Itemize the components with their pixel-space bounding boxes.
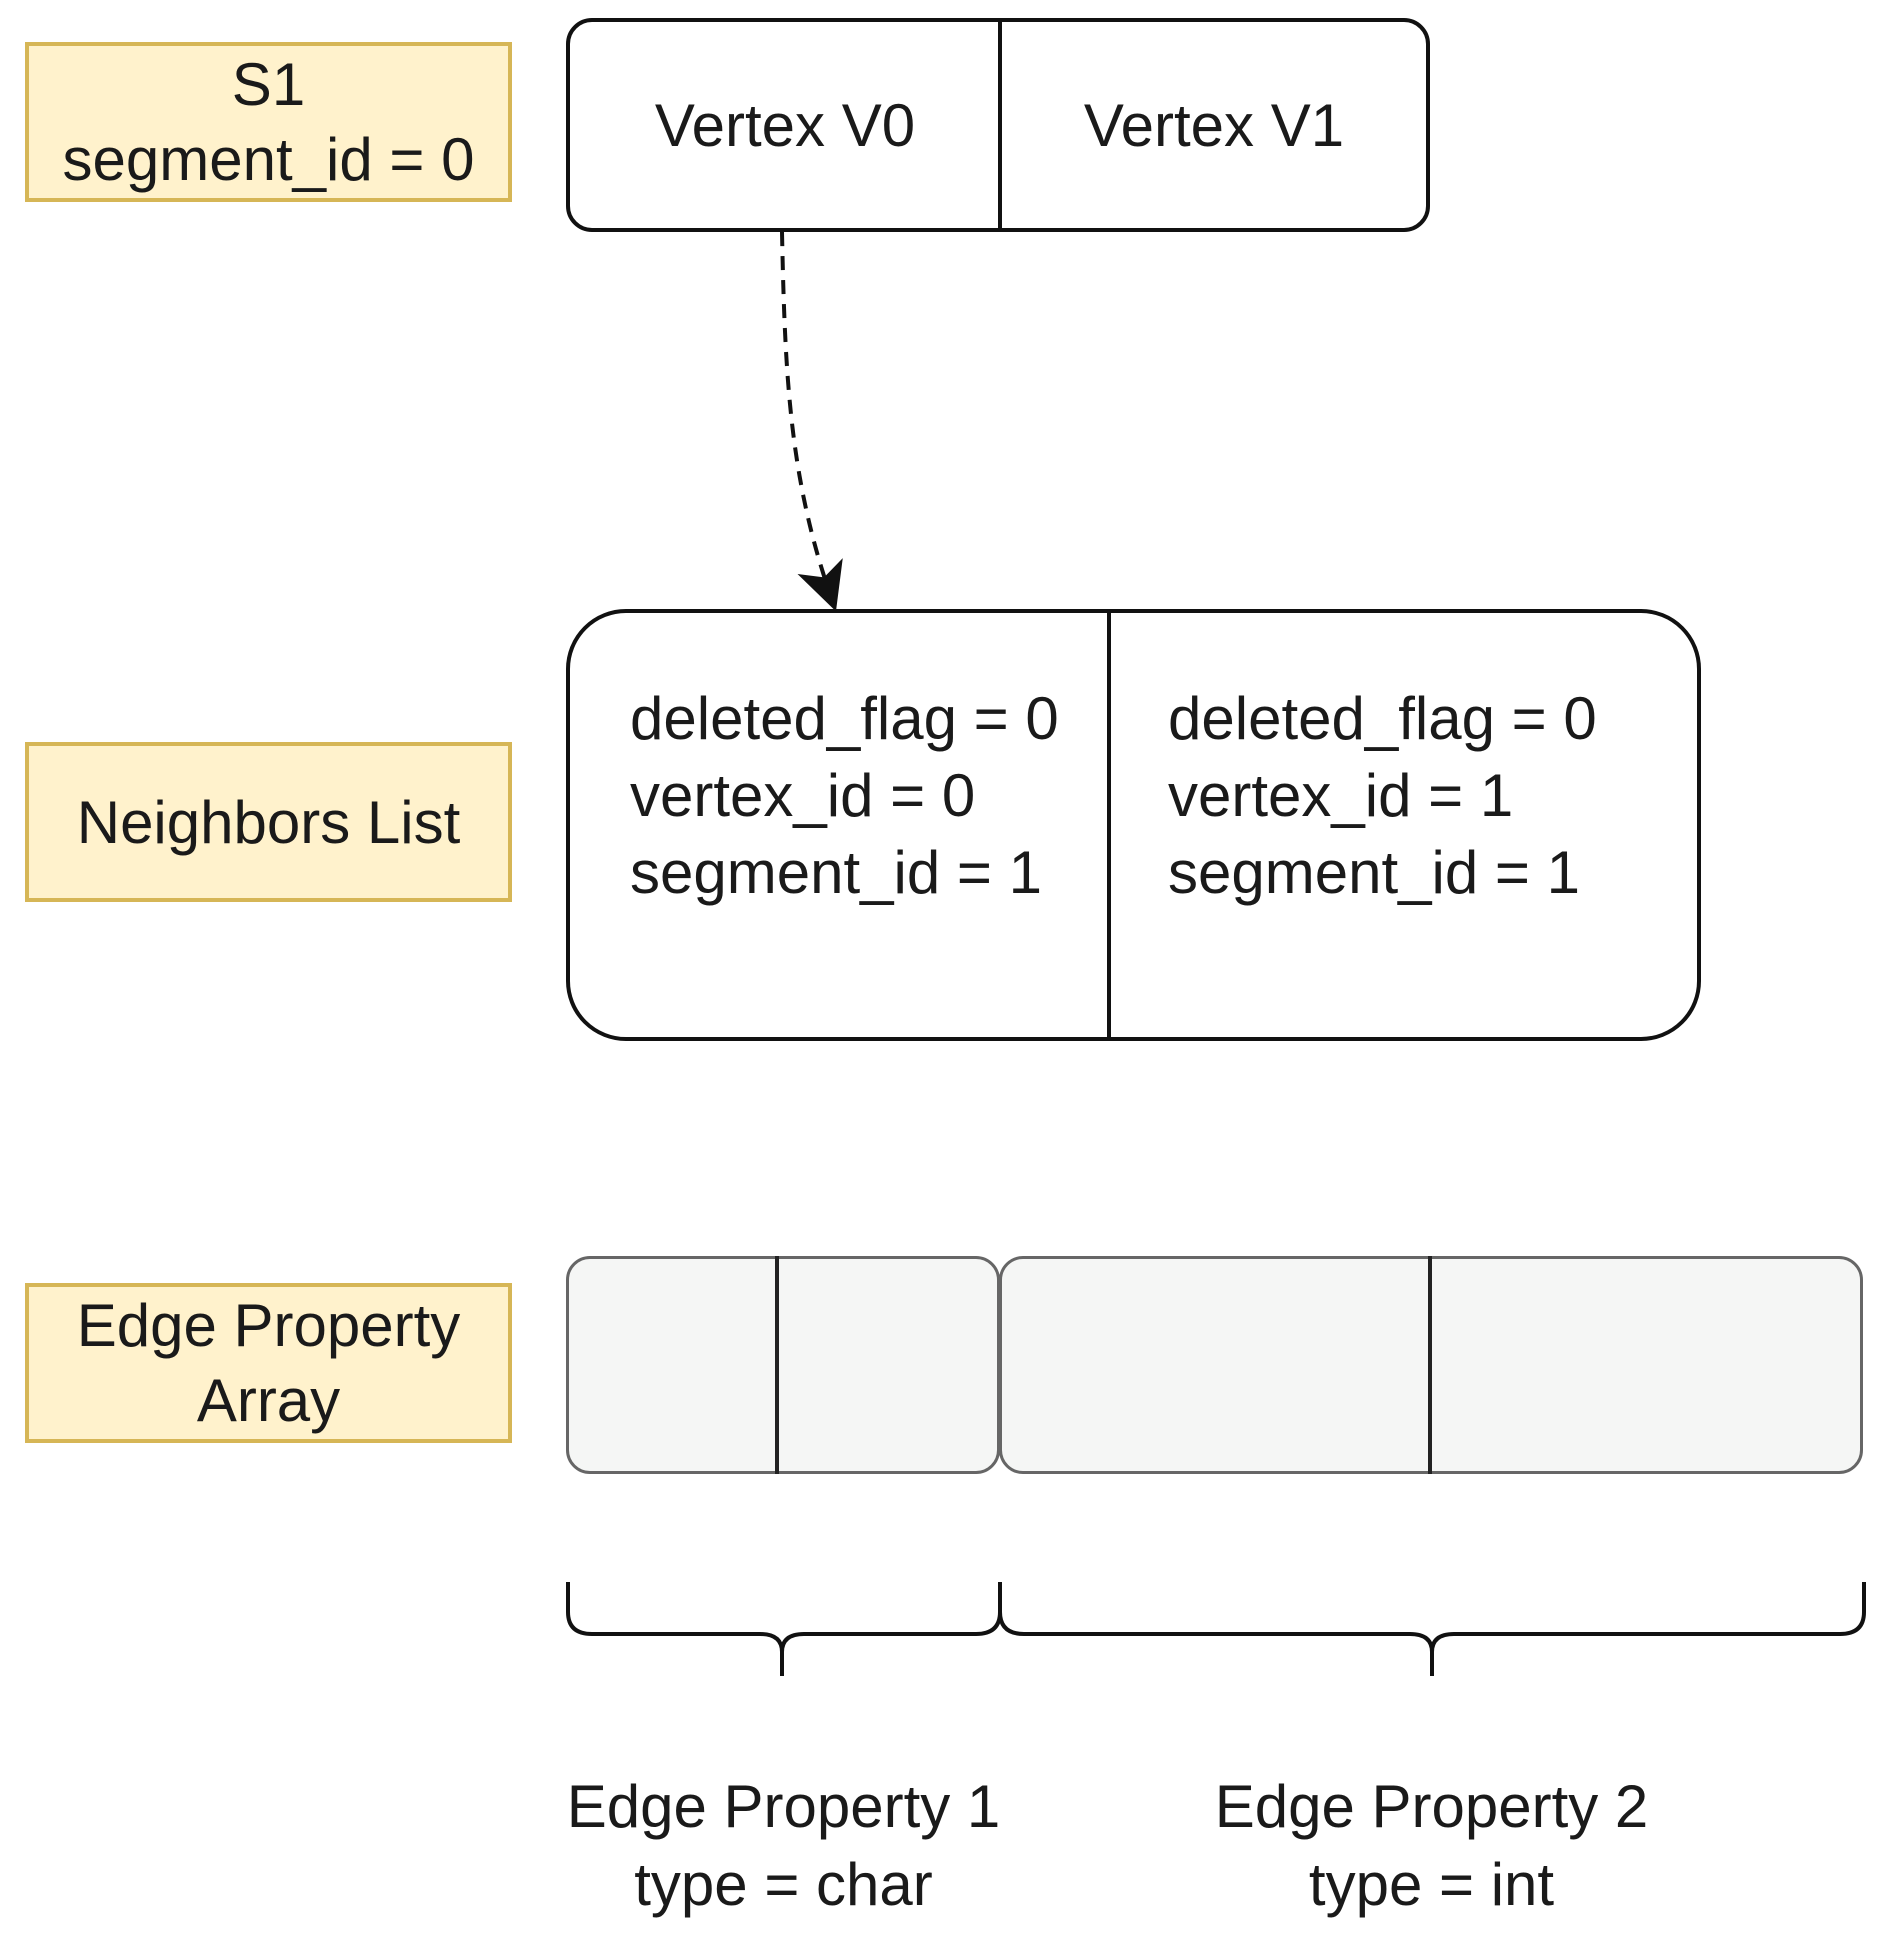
s1-segment-id: segment_id = 0 (62, 126, 475, 193)
vertex-v0-cell: Vertex V0 (570, 22, 1000, 228)
edge-property-1-name: Edge Property 1 (566, 1773, 1001, 1840)
vertex-array: Vertex V0 Vertex V1 (566, 18, 1430, 232)
edge-property-array-line2: Array (196, 1367, 341, 1434)
neighbor-entry-1: deleted_flag = 0 vertex_id = 1 segment_i… (1168, 681, 1597, 911)
vertex-v1-cell: Vertex V1 (1002, 22, 1426, 228)
edge-property-2-name: Edge Property 2 (1214, 1773, 1649, 1840)
edge-property-1-divider (775, 1256, 779, 1474)
neighbors-list-title: Neighbors List (76, 788, 461, 856)
edge-property-array-line1: Edge Property (76, 1292, 461, 1359)
s1-title: S1 (231, 51, 306, 118)
edge-property-2-divider (1428, 1256, 1432, 1474)
s1-segment-label: S1 segment_id = 0 (25, 42, 512, 202)
edge-property-2-block (999, 1256, 1863, 1474)
neighbor-0-vertex-id: vertex_id = 0 (630, 761, 976, 829)
neighbors-list-label: Neighbors List (25, 742, 512, 902)
neighbor-0-segment-id: segment_id = 1 (630, 838, 1042, 906)
neighbor-1-segment-id: segment_id = 1 (1168, 838, 1580, 906)
neighbor-entry-0: deleted_flag = 0 vertex_id = 0 segment_i… (630, 681, 1059, 911)
edge-property-2-label: Edge Property 2 type = int (1168, 1768, 1695, 1924)
edge-property-2-type: type = int (1308, 1851, 1555, 1918)
vertex-array-divider (998, 18, 1002, 232)
neighbor-1-vertex-id: vertex_id = 1 (1168, 761, 1514, 829)
dashed-pointer-arrow (780, 231, 843, 612)
neighbor-1-deleted-flag: deleted_flag = 0 (1168, 685, 1597, 752)
brace-edge-property-1 (566, 1582, 1002, 1676)
neighbors-array: deleted_flag = 0 vertex_id = 0 segment_i… (566, 609, 1701, 1041)
neighbor-0-deleted-flag: deleted_flag = 0 (630, 685, 1059, 752)
edge-property-1-type: type = char (634, 1851, 933, 1918)
edge-property-1-label: Edge Property 1 type = char (520, 1768, 1047, 1924)
edge-property-1-block (566, 1256, 1000, 1474)
edge-property-array-label: Edge Property Array (25, 1283, 512, 1443)
vertex-v0-label: Vertex V0 (654, 91, 916, 159)
brace-edge-property-2 (998, 1582, 1866, 1676)
neighbors-array-divider (1107, 609, 1111, 1041)
vertex-v1-label: Vertex V1 (1083, 91, 1345, 159)
